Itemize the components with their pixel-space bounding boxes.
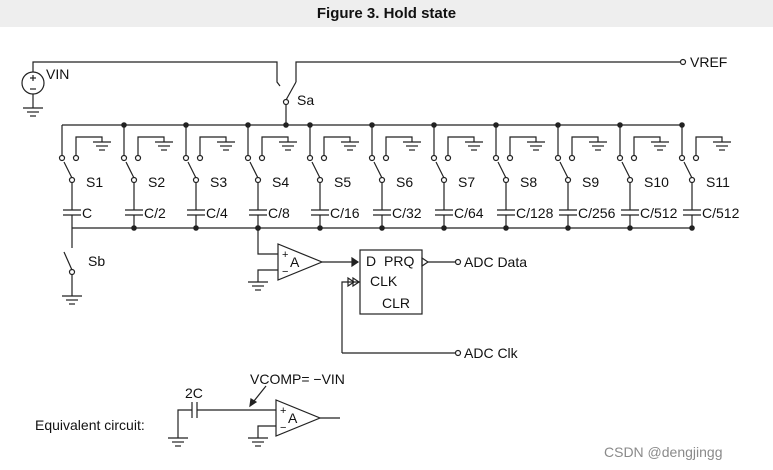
capacitor-label: C/512 bbox=[640, 205, 678, 221]
switch-label: S6 bbox=[396, 174, 413, 190]
comparator-minus: − bbox=[282, 266, 288, 278]
ground-icon bbox=[248, 281, 268, 291]
switch-label: S11 bbox=[706, 174, 730, 190]
adc-clk-label: ADC Clk bbox=[464, 345, 519, 361]
switch-label: S5 bbox=[334, 174, 351, 190]
capacitor-label: C/128 bbox=[516, 205, 554, 221]
switch-label: S2 bbox=[148, 174, 165, 190]
flipflop-clr-label: CLR bbox=[382, 295, 410, 311]
switch-label: S3 bbox=[210, 174, 227, 190]
switch-label: S10 bbox=[644, 174, 669, 190]
switch-blade bbox=[311, 161, 321, 179]
switch-blade bbox=[125, 161, 135, 179]
switch-blade bbox=[683, 161, 693, 179]
capacitor-label: C/32 bbox=[392, 205, 422, 221]
equivalent-comparator-label: A bbox=[288, 410, 298, 426]
switch-label: S8 bbox=[520, 174, 537, 190]
switch-blade bbox=[559, 161, 569, 179]
ground-icon bbox=[62, 295, 82, 305]
capacitor-label: C/2 bbox=[144, 205, 166, 221]
title-bar: Figure 3. Hold state bbox=[0, 0, 773, 27]
adc-data-label: ADC Data bbox=[464, 254, 527, 270]
figure-title: Figure 3. Hold state bbox=[316, 5, 457, 22]
vref-label: VREF bbox=[690, 54, 727, 70]
flipflop-clk-label: CLK bbox=[370, 273, 398, 289]
flipflop-prq-label: PRQ bbox=[384, 253, 414, 269]
comparator-triangle bbox=[277, 243, 324, 281]
watermark: CSDN @dengjingg bbox=[604, 444, 723, 460]
vin-label: VIN bbox=[46, 66, 69, 82]
capacitor-label: C/16 bbox=[330, 205, 360, 221]
capacitor-label: C/8 bbox=[268, 205, 290, 221]
switch-blade bbox=[435, 161, 445, 179]
junction-dot bbox=[283, 122, 289, 128]
capacitor-label: C/64 bbox=[454, 205, 484, 221]
comparator-plus: + bbox=[282, 249, 288, 261]
sa-label: Sa bbox=[297, 92, 314, 108]
sb-label: Sb bbox=[88, 253, 105, 269]
equivalent-cap-label: 2C bbox=[185, 385, 203, 401]
switch-blade bbox=[621, 161, 631, 179]
equivalent-minus: − bbox=[280, 422, 286, 434]
capacitor-label: C/4 bbox=[206, 205, 228, 221]
switch-blade bbox=[249, 161, 259, 179]
junction-dot bbox=[255, 225, 261, 231]
capacitor-label: C bbox=[82, 205, 92, 221]
capacitor-label: C/256 bbox=[578, 205, 616, 221]
switch-blade bbox=[497, 161, 507, 179]
switch-label: S1 bbox=[86, 174, 103, 190]
ground-icon bbox=[248, 437, 268, 447]
switch-blade bbox=[373, 161, 383, 179]
ground-icon bbox=[23, 107, 43, 117]
capacitor-label: C/512 bbox=[702, 205, 740, 221]
switch-blade bbox=[187, 161, 197, 179]
switch-blade bbox=[63, 161, 73, 179]
vcomp-label: VCOMP= −VIN bbox=[250, 371, 345, 387]
switch-label: S7 bbox=[458, 174, 475, 190]
equivalent-plus: + bbox=[280, 405, 286, 417]
switch-label: S4 bbox=[272, 174, 289, 190]
switch-label: S9 bbox=[582, 174, 599, 190]
comparator-label: A bbox=[290, 254, 300, 270]
equivalent-comparator-triangle bbox=[275, 399, 322, 437]
ground-icon bbox=[168, 437, 188, 447]
capacitor-array: S1C S2C/2 S3C/4 S4C/8 S5C/16 S6C/32 S7C/64 S8C/… bbox=[58, 122, 740, 231]
equivalent-caption: Equivalent circuit: bbox=[35, 417, 145, 433]
flipflop-d-label: D bbox=[366, 253, 376, 269]
